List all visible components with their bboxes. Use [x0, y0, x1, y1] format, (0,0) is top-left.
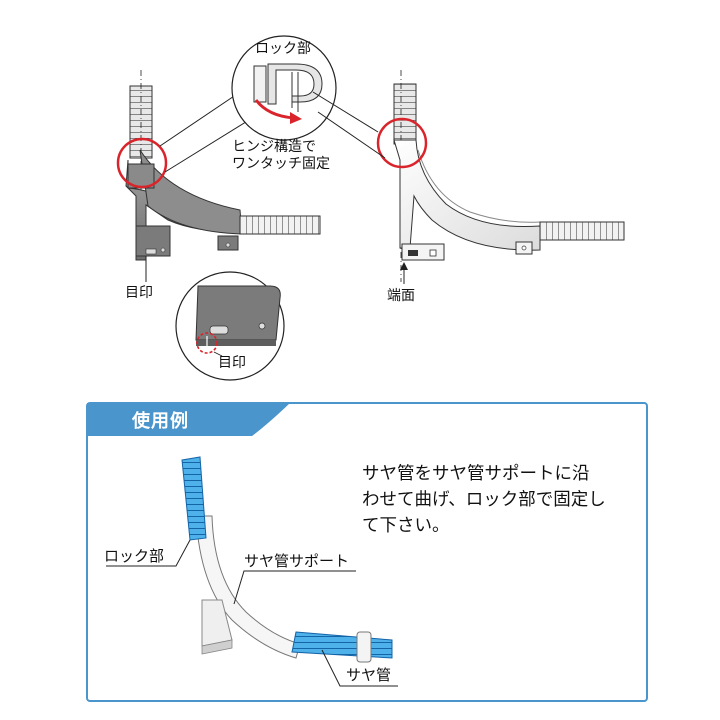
right-support-body	[393, 139, 541, 251]
lock-label-top: ロック部	[255, 41, 311, 57]
left-support-illustration	[116, 70, 321, 282]
left-horizontal-sheath	[239, 215, 321, 235]
right-support-illustration	[312, 70, 625, 284]
mark-zoom-bubble	[175, 271, 285, 381]
end-face-label: 端面	[387, 288, 415, 304]
mark-label-main: 目印	[125, 285, 153, 301]
usage-lock-label: ロック部	[104, 547, 165, 565]
usage-instruction: サヤ管をサヤ管サポートに沿 わせて曲げ、ロック部で固定し て下さい。	[362, 464, 606, 536]
right-lock-highlight	[376, 117, 428, 169]
usage-support-leader	[233, 570, 356, 605]
usage-support-label: サヤ管サポート	[244, 552, 350, 570]
right-horizontal-sheath	[539, 221, 625, 241]
left-lock-block	[127, 163, 155, 189]
hinge-zoom-bubble	[231, 35, 337, 141]
mark-label-zoom: 目印	[218, 355, 246, 371]
left-lock-highlight	[116, 137, 168, 189]
mark-highlight	[196, 332, 218, 354]
usage-sheath-leader	[321, 649, 398, 687]
usage-lock-leader	[106, 539, 191, 567]
usage-tab-title: 使用例	[132, 411, 189, 432]
usage-vertical-sheath	[181, 456, 207, 541]
usage-panel	[86, 402, 648, 702]
hinge-caption: ヒンジ構造で ワンタッチ固定	[232, 139, 330, 172]
usage-tab	[87, 403, 290, 436]
usage-sheath-label: サヤ管	[346, 666, 392, 684]
usage-illustration	[106, 456, 398, 687]
rotation-arrow	[254, 99, 295, 120]
right-vertical-sheath	[393, 83, 417, 145]
